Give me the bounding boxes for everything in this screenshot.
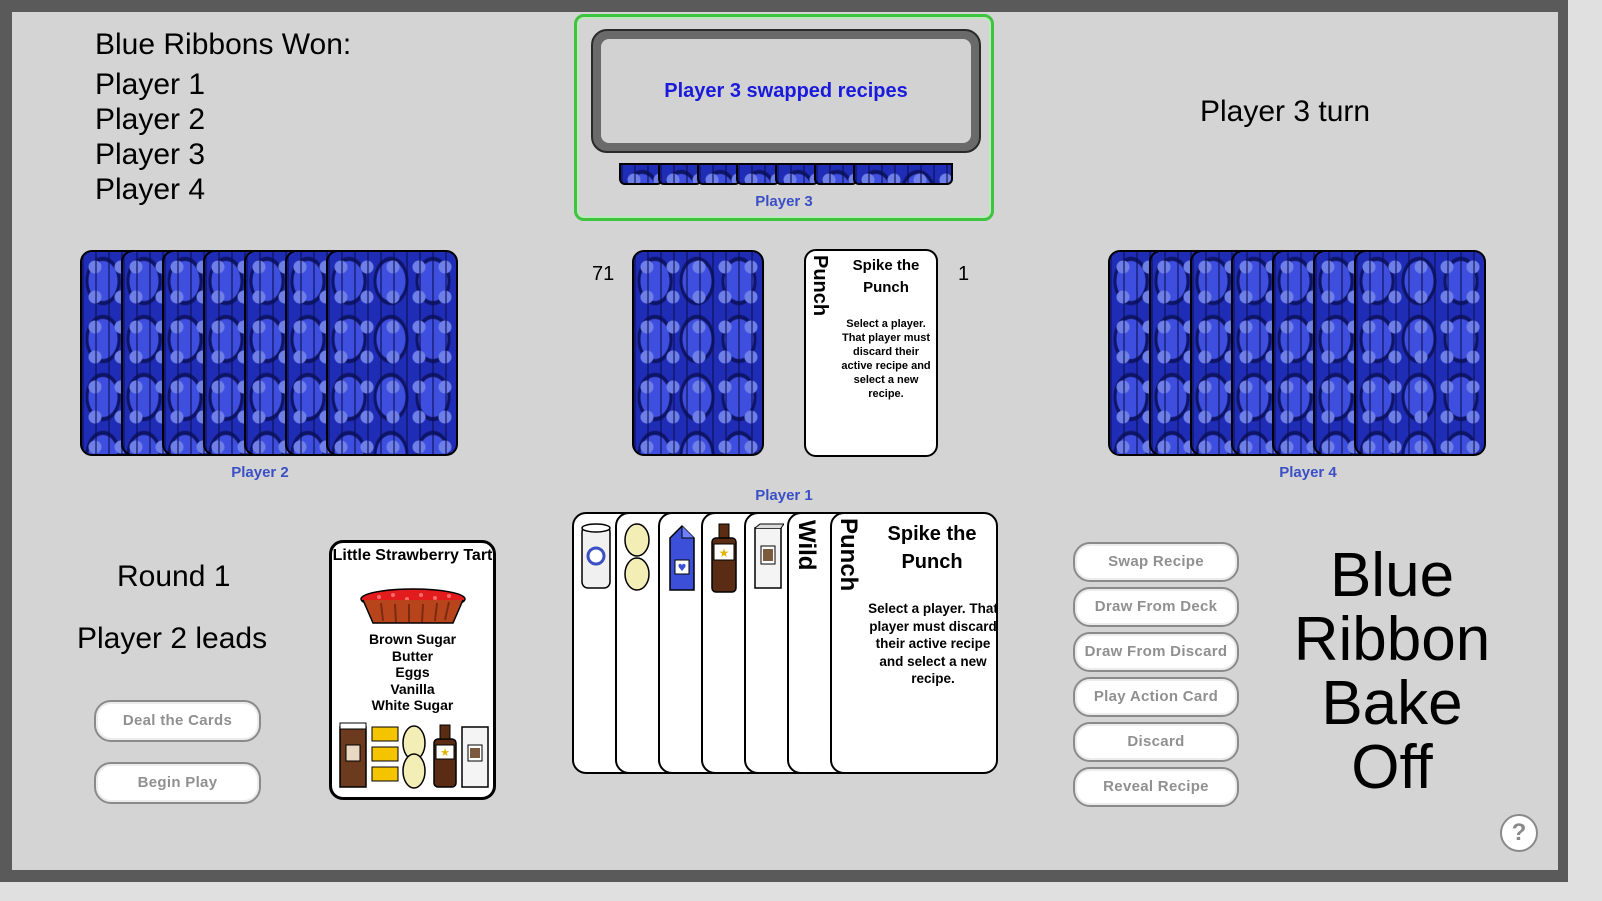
player-3-label: Player 3 <box>755 193 813 210</box>
hand-card-action[interactable]: Punch Spike the Punch Select a player. T… <box>830 512 998 774</box>
card-back <box>697 163 741 185</box>
butter-icon <box>371 726 399 782</box>
player-4-hand <box>1108 250 1488 456</box>
card-back <box>619 163 663 185</box>
milk-carton-icon: ♥ <box>669 524 695 591</box>
deal-cards-button[interactable]: Deal the Cards <box>94 700 261 742</box>
message-panel: Player 3 swapped recipes <box>591 29 981 153</box>
player-2-label: Player 2 <box>231 464 289 481</box>
logo-line: Off <box>1351 733 1433 802</box>
player-3-active-area: Player 3 swapped recipes Player 3 <box>574 14 994 221</box>
vanilla-icon: ★ <box>433 724 457 788</box>
player-1-hand: ♥ ★ Wild Punch Spike the Punch <box>572 512 998 774</box>
logo-line: Blue <box>1329 541 1455 610</box>
swap-recipe-button[interactable]: Swap Recipe <box>1073 542 1239 582</box>
svg-text:♥: ♥ <box>678 563 687 574</box>
logo-line: Bake <box>1321 669 1463 738</box>
logo-line: Ribbon <box>1293 605 1491 674</box>
ingredient: Brown Sugar <box>368 631 457 647</box>
play-action-card-button[interactable]: Play Action Card <box>1073 677 1239 717</box>
draw-from-deck-button[interactable]: Draw From Deck <box>1073 587 1239 627</box>
discard-button[interactable]: Discard <box>1073 722 1239 762</box>
ribbons-player-4: Player 4 <box>95 173 206 206</box>
recipe-title: Little Strawberry Tart <box>332 547 493 564</box>
eggs-icon <box>402 725 426 789</box>
player-2-hand <box>80 250 460 456</box>
reveal-recipe-button[interactable]: Reveal Recipe <box>1073 767 1239 807</box>
discard-pile[interactable]: Punch Spike the Punch Select a player. T… <box>804 249 938 457</box>
begin-play-button[interactable]: Begin Play <box>94 762 261 804</box>
ingredient: Eggs <box>395 664 430 681</box>
ribbons-title: Blue Ribbons Won: <box>95 28 352 61</box>
turn-indicator: Player 3 turn <box>1200 95 1371 128</box>
card-back <box>814 163 858 185</box>
card-back <box>326 250 458 456</box>
discard-card-title: Spike the Punch <box>852 257 920 296</box>
ingredients-icons: ★ <box>339 722 489 789</box>
card-back <box>658 163 702 185</box>
card-back <box>853 163 953 185</box>
svg-text:★: ★ <box>719 546 730 560</box>
strawberry-tart-icon <box>360 588 466 624</box>
help-icon[interactable]: ? <box>1500 814 1538 852</box>
vanilla-icon: ★ <box>711 523 737 593</box>
ribbons-player-2: Player 2 <box>95 103 206 136</box>
draw-deck[interactable] <box>632 250 764 456</box>
ribbons-player-1: Player 1 <box>95 68 206 101</box>
card-back <box>736 163 780 185</box>
ingredient: Vanilla <box>390 680 435 697</box>
game-window: Blue Ribbons Won: Player 1 Player 2 Play… <box>0 0 1568 882</box>
ingredient: White Sugar <box>371 697 454 714</box>
eggs-icon <box>624 523 650 591</box>
white-sugar-icon <box>461 726 489 788</box>
action-card-text: Select a player. That player must discar… <box>868 601 998 687</box>
discard-card-side-label: Punch <box>809 255 831 317</box>
draw-from-discard-button[interactable]: Draw From Discard <box>1073 632 1239 672</box>
white-sugar-icon <box>754 523 784 589</box>
game-logo: Blue Ribbon Bake Off <box>1272 544 1512 800</box>
baking-powder-icon <box>581 523 611 589</box>
status-message: Player 3 swapped recipes <box>664 79 908 102</box>
round-label: Round 1 <box>117 560 231 593</box>
action-card-title: Spike the Punch <box>887 523 977 573</box>
card-back <box>775 163 819 185</box>
deck-count: 71 <box>592 263 615 285</box>
action-card-side-label: Punch <box>835 518 862 592</box>
player-3-hand <box>619 163 953 185</box>
leader-label: Player 2 leads <box>77 622 268 655</box>
card-back <box>1354 250 1486 456</box>
ribbons-player-3: Player 3 <box>95 138 206 171</box>
discard-card-text: Select a player. That player must discar… <box>841 318 931 400</box>
discard-count: 1 <box>958 263 970 285</box>
wild-label: Wild <box>793 520 820 571</box>
active-recipe-card[interactable]: Little Strawberry Tart Brown Sugar Butte… <box>329 540 496 800</box>
recipe-ingredients: Brown Sugar Butter Eggs Vanilla White Su… <box>332 631 493 714</box>
svg-text:★: ★ <box>440 746 450 759</box>
ingredient: Butter <box>391 647 434 664</box>
player-4-label: Player 4 <box>1279 464 1337 481</box>
player-1-label: Player 1 <box>755 487 813 504</box>
brown-sugar-icon <box>339 722 367 788</box>
